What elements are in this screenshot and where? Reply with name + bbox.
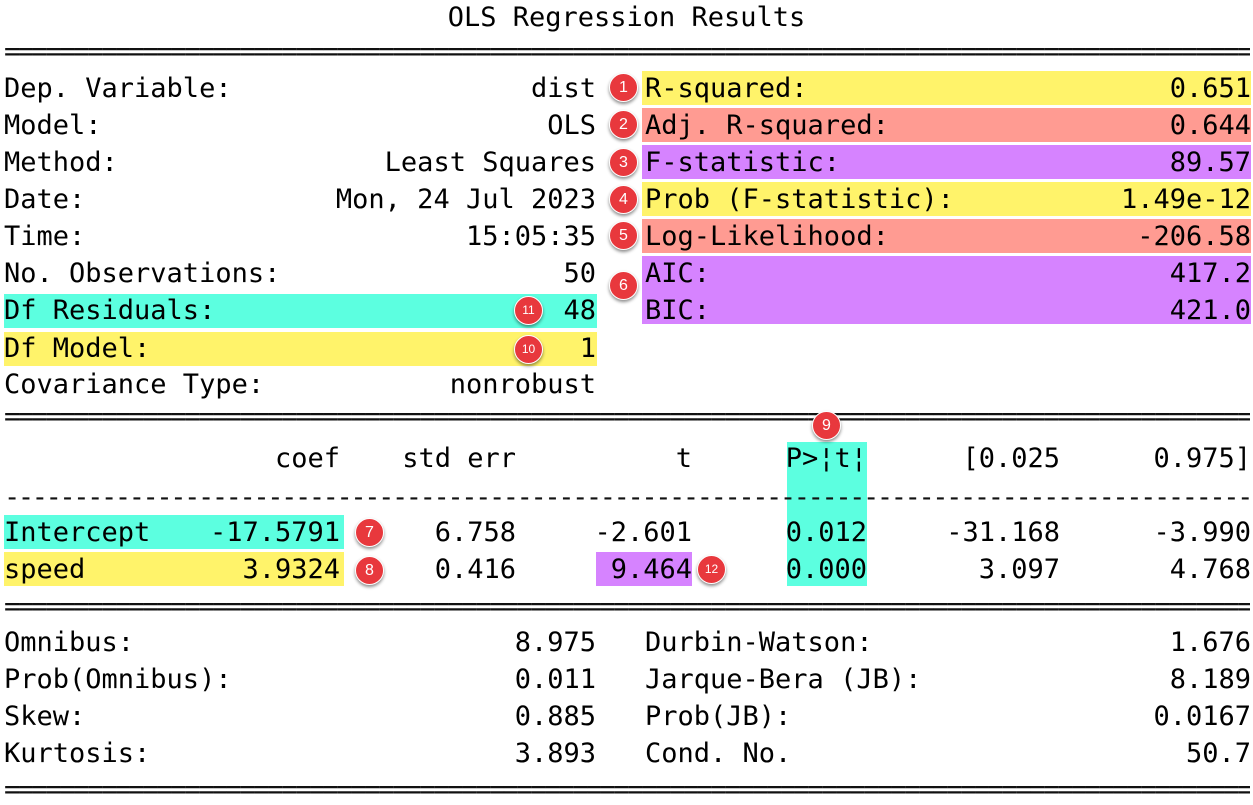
value-skew: 0.885 (514, 701, 596, 732)
highlight-df-model (4, 332, 597, 366)
highlight-intercept (4, 515, 344, 549)
badge-6: 6 (609, 271, 638, 300)
cell-intercept-std-err: 6.758 (434, 517, 516, 548)
value-log-likelihood: -206.58 (1137, 221, 1251, 252)
badge-12: 12 (697, 555, 726, 584)
value-durbin-watson: 1.676 (1169, 627, 1251, 658)
badge-4: 4 (609, 185, 638, 214)
highlight-speed (4, 552, 344, 586)
label-dep-variable: Dep. Variable: (4, 73, 232, 104)
badge-11: 11 (514, 296, 543, 325)
value-adj-r-squared: 0.644 (1169, 110, 1251, 141)
label-adj-r-squared: Adj. R-squared: (645, 110, 889, 141)
value-kurtosis: 3.893 (514, 738, 596, 769)
highlight-f-statistic (642, 145, 1251, 179)
header-coef: coef (274, 443, 340, 474)
label-covariance-type: Covariance Type: (4, 369, 265, 400)
value-method: Least Squares (384, 147, 596, 178)
label-f-statistic: F-statistic: (645, 147, 841, 178)
value-time: 15:05:35 (465, 221, 596, 252)
highlight-adj-r-squared (642, 108, 1251, 142)
badge-7: 7 (355, 518, 384, 547)
row-name-intercept: Intercept (4, 517, 151, 548)
value-jarque-bera: 8.189 (1169, 664, 1251, 695)
value-f-statistic: 89.57 (1169, 147, 1251, 178)
cell-intercept-ci-lower: -31.168 (946, 517, 1060, 548)
badge-10: 10 (514, 335, 543, 364)
cell-speed-p: 0.000 (785, 554, 867, 585)
label-no-observations: No. Observations: (4, 258, 281, 289)
separator-double-mid: ========================================… (4, 402, 1250, 432)
badge-8: 8 (355, 556, 384, 585)
value-bic: 421.0 (1169, 295, 1251, 326)
value-dep-variable: dist (530, 73, 596, 104)
value-prob-jb: 0.0167 (1153, 701, 1251, 732)
label-prob-omnibus: Prob(Omnibus): (4, 664, 232, 695)
cell-speed-ci-upper: 4.768 (1169, 554, 1251, 585)
badge-2: 2 (609, 110, 638, 139)
label-r-squared: R-squared: (645, 73, 808, 104)
header-std-err: std err (402, 443, 516, 474)
separator-double-bottom-table: ========================================… (4, 592, 1250, 622)
cell-intercept-t: -2.601 (594, 517, 692, 548)
cell-speed-coef: 3.9324 (242, 554, 340, 585)
value-no-observations: 50 (563, 258, 596, 289)
badge-1: 1 (609, 73, 638, 102)
badge-9: 9 (812, 411, 841, 440)
label-aic: AIC: (645, 258, 711, 289)
cell-intercept-p: 0.012 (785, 517, 867, 548)
header-p-value: P>¦t¦ (785, 443, 867, 474)
label-skew: Skew: (4, 701, 86, 732)
row-name-speed: speed (4, 554, 86, 585)
value-covariance-type: nonrobust (449, 369, 596, 400)
label-kurtosis: Kurtosis: (4, 738, 151, 769)
cell-intercept-ci-upper: -3.990 (1153, 517, 1251, 548)
value-aic: 417.2 (1169, 258, 1251, 289)
highlight-t-speed (596, 552, 692, 586)
cell-speed-ci-lower: 3.097 (978, 554, 1060, 585)
label-cond-no: Cond. No. (645, 738, 792, 769)
label-df-residuals: Df Residuals: (4, 295, 216, 326)
separator-single-header: ----------------------------------------… (4, 483, 1250, 513)
value-prob-omnibus: 0.011 (514, 664, 596, 695)
badge-3: 3 (609, 148, 638, 177)
highlight-p-column (787, 442, 867, 586)
highlight-df-residuals (4, 294, 597, 328)
cell-speed-std-err: 0.416 (434, 554, 516, 585)
separator-double-top: ========================================… (4, 37, 1250, 67)
label-durbin-watson: Durbin-Watson: (645, 627, 873, 658)
label-prob-f-statistic: Prob (F-statistic): (645, 184, 954, 215)
header-t: t (675, 443, 692, 474)
label-model: Model: (4, 110, 102, 141)
badge-5: 5 (609, 221, 638, 250)
label-bic: BIC: (645, 295, 711, 326)
value-df-residuals: 48 (563, 295, 596, 326)
highlight-log-likelihood (642, 219, 1251, 253)
highlight-prob-f-statistic (642, 182, 1251, 216)
separator-double-end: ========================================… (4, 775, 1250, 805)
label-time: Time: (4, 221, 86, 252)
value-r-squared: 0.651 (1169, 73, 1251, 104)
highlight-r-squared (642, 71, 1251, 105)
value-model: OLS (547, 110, 596, 141)
value-date: Mon, 24 Jul 2023 (335, 184, 596, 215)
label-df-model: Df Model: (4, 333, 151, 364)
label-log-likelihood: Log-Likelihood: (645, 221, 889, 252)
label-prob-jb: Prob(JB): (645, 701, 792, 732)
value-cond-no: 50.7 (1185, 738, 1251, 769)
value-prob-f-statistic: 1.49e-12 (1120, 184, 1251, 215)
page-title: OLS Regression Results (447, 2, 806, 33)
value-df-model: 1 (579, 333, 596, 364)
label-jarque-bera: Jarque-Bera (JB): (645, 664, 922, 695)
value-omnibus: 8.975 (514, 627, 596, 658)
cell-intercept-coef: -17.5791 (209, 517, 340, 548)
header-ci-upper: 0.975] (1153, 443, 1251, 474)
label-method: Method: (4, 147, 118, 178)
header-ci-lower: [0.025 (962, 443, 1060, 474)
label-omnibus: Omnibus: (4, 627, 135, 658)
label-date: Date: (4, 184, 86, 215)
cell-speed-t: 9.464 (610, 554, 692, 585)
highlight-aic-bic (642, 256, 1251, 324)
